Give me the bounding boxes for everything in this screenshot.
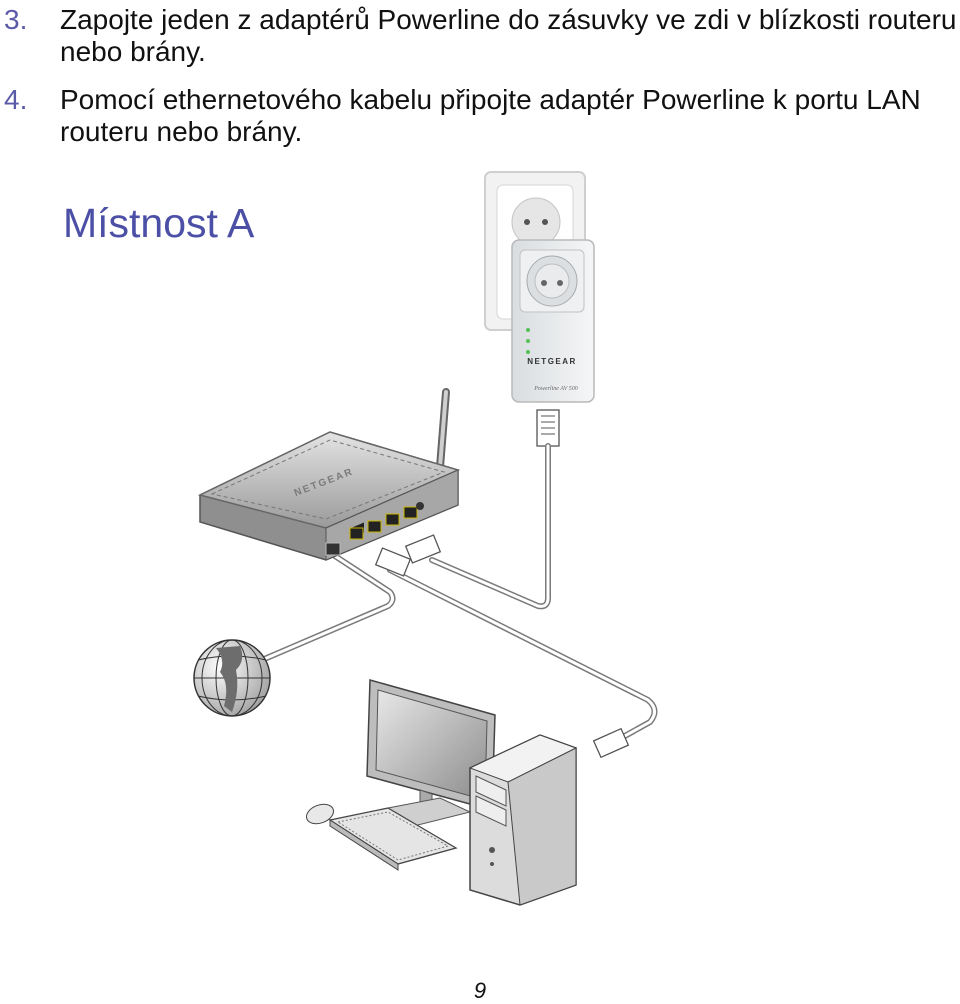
page-number: 9 <box>0 978 960 1004</box>
powerline-adapter: NETGEAR Powerline AV 500 <box>485 172 594 402</box>
computer-tower <box>470 735 576 905</box>
ethernet-plug-icon <box>537 410 559 446</box>
adapter-brand: NETGEAR <box>527 357 577 366</box>
globe-icon <box>194 640 270 716</box>
router: NETGEAR <box>200 392 458 560</box>
adapter-model: Powerline AV 500 <box>533 386 577 392</box>
